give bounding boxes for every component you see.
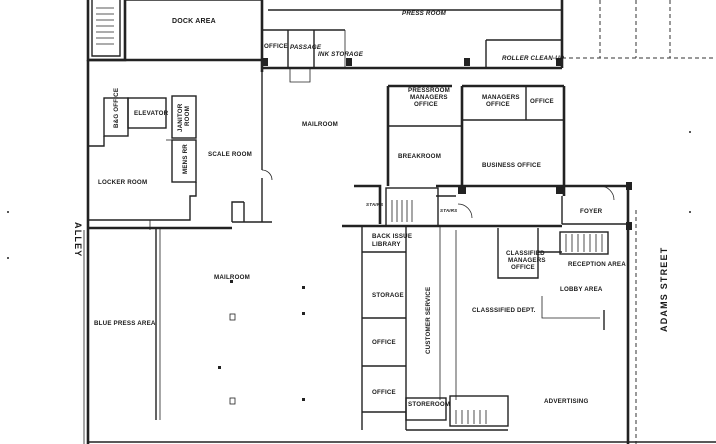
- label-classified-dept: CLASSSIFIED DEPT.: [472, 307, 536, 314]
- label-janitor-2: ROOM: [184, 106, 191, 126]
- label-office-mid: OFFICE: [372, 339, 396, 346]
- label-reception-area: RECEPTION AREA: [568, 261, 626, 268]
- label-classified-3: OFFICE: [511, 264, 535, 271]
- label-mens-rr: MENS RR: [182, 144, 189, 174]
- label-janitor-1: JANITOR: [177, 103, 184, 132]
- label-elevator: ELEVATOR: [134, 110, 169, 117]
- label-classified-1: CLASSIFIED: [506, 250, 545, 257]
- label-back-issue-1: BACK ISSUE: [372, 233, 412, 240]
- street-labels: ALLEY ADAMS STREET: [73, 222, 669, 332]
- label-ink-storage: INK STORAGE: [318, 51, 364, 58]
- label-back-issue-2: LIBRARY: [372, 241, 401, 248]
- label-roller-clean-up: ROLLER CLEAN-UP: [502, 55, 565, 62]
- room-labels: PRESS ROOM DOCK AREA OFFICE PASSAGE INK …: [94, 10, 626, 408]
- scan-marks: [7, 131, 691, 259]
- label-passage: PASSAGE: [290, 44, 322, 51]
- top-section-walls: [262, 29, 562, 83]
- label-office-top: OFFICE: [264, 43, 288, 50]
- label-stairs-left: STAIRS: [366, 202, 383, 207]
- label-scale-room: SCALE ROOM: [208, 151, 252, 158]
- label-alley: ALLEY: [73, 222, 83, 258]
- label-office-right: OFFICE: [530, 98, 554, 105]
- label-office-low: OFFICE: [372, 389, 396, 396]
- left-rooms: [88, 72, 273, 420]
- label-dock-area: DOCK AREA: [172, 18, 216, 25]
- label-foyer: FOYER: [580, 208, 603, 215]
- label-adams-street: ADAMS STREET: [659, 247, 669, 332]
- label-storage: STORAGE: [372, 292, 404, 299]
- label-business-office: BUSINESS OFFICE: [482, 162, 541, 169]
- label-press-room: PRESS ROOM: [402, 10, 447, 17]
- label-pressroom-mgr-3: OFFICE: [414, 101, 438, 108]
- label-locker-room: LOCKER ROOM: [98, 179, 147, 186]
- label-mailroom-top: MAILROOM: [302, 121, 338, 128]
- label-pressroom-mgr-1: PRESSROOM: [408, 87, 450, 94]
- label-pressroom-mgr-2: MANAGERS: [410, 94, 448, 101]
- label-blue-press-area: BLUE PRESS AREA: [94, 320, 156, 327]
- central-walls: [218, 84, 632, 431]
- label-bg-office: B&G OFFICE: [113, 88, 120, 128]
- stair-hatching: [96, 7, 603, 424]
- label-breakroom: BREAKROOM: [398, 153, 441, 160]
- label-classified-2: MANAGERS: [508, 257, 546, 264]
- label-advertising: ADVERTISING: [544, 398, 589, 405]
- label-mailroom-main: MAILROOM: [214, 274, 250, 281]
- label-lobby-area: LOBBY AREA: [560, 286, 603, 293]
- exterior-walls: [83, 0, 716, 444]
- label-stairs-right: STAIRS: [440, 208, 457, 213]
- label-storeroom: STOREROOM: [408, 401, 450, 408]
- label-customer-service: CUSTOMER SERVICE: [425, 287, 432, 354]
- label-managers-2: OFFICE: [486, 101, 510, 108]
- label-managers-1: MANAGERS: [482, 94, 520, 101]
